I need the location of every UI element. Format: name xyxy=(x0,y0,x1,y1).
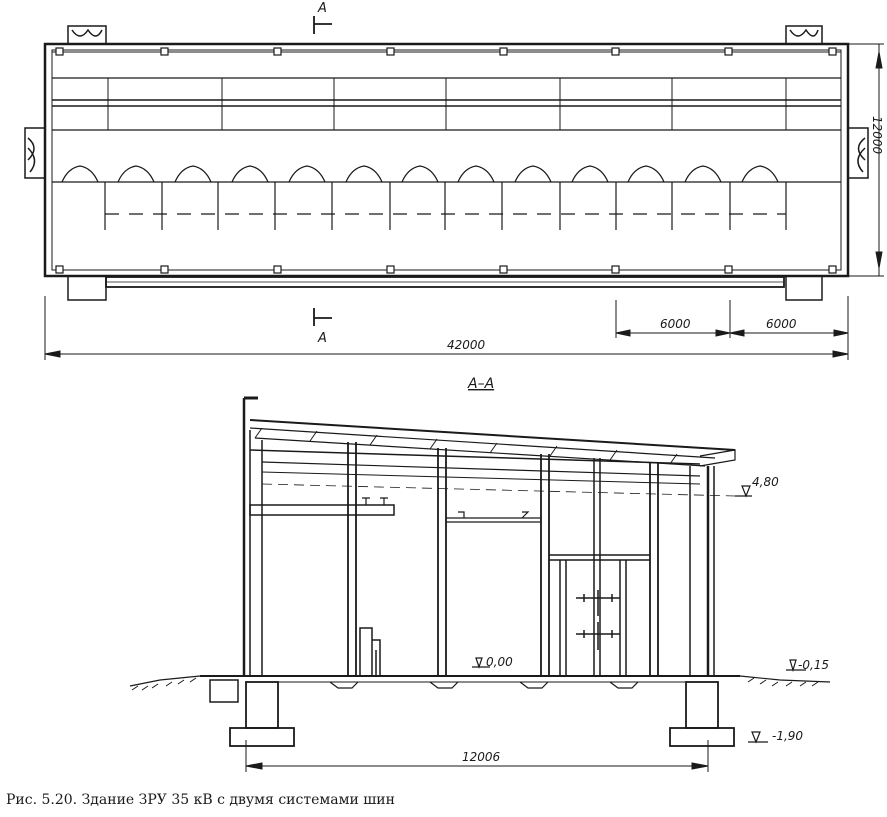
section-mark-top: A xyxy=(317,1,327,16)
section-view: A–A xyxy=(129,376,831,772)
dim-span: 12006 xyxy=(462,750,501,764)
plan-upper-cell-partitions xyxy=(107,78,787,130)
plan-view: A A 12000 6000 6000 42000 xyxy=(24,1,884,360)
plan-door-top-right xyxy=(785,25,823,44)
plan-length-dimensions xyxy=(44,296,849,360)
section-equipment xyxy=(359,560,627,677)
plan-columns xyxy=(55,47,837,274)
plan-door-bottom-right xyxy=(785,276,823,301)
dim-bay-1: 6000 xyxy=(660,317,691,331)
section-span-dimension xyxy=(245,740,709,772)
level-floor: 0,00 xyxy=(486,655,513,669)
plan-door-top-left xyxy=(67,25,107,44)
section-roof xyxy=(244,396,736,467)
level-eaves: 4,80 xyxy=(752,475,779,489)
level-foundation: -1,90 xyxy=(772,729,803,743)
figure-caption: Рис. 5.20. Здание ЗРУ 35 кВ с двумя сист… xyxy=(6,792,395,808)
plan-lower-cell-doors xyxy=(61,165,779,183)
plan-lower-cell-partitions xyxy=(52,181,841,230)
dim-height: 12000 xyxy=(870,116,884,155)
section-title: A–A xyxy=(467,376,494,392)
level-ground: -0,15 xyxy=(798,658,829,672)
section-beams xyxy=(249,449,736,561)
plan-outer-wall xyxy=(43,42,850,278)
section-floor xyxy=(129,675,831,703)
plan-left-door xyxy=(24,127,45,179)
section-level-markers xyxy=(472,485,806,744)
section-columns xyxy=(242,398,715,676)
section-mark-top-line xyxy=(313,16,332,34)
dim-bay-2: 6000 xyxy=(766,317,797,331)
plan-height-dimension xyxy=(848,43,884,277)
section-mark-bottom-line xyxy=(313,308,332,326)
section-mark-bottom: A xyxy=(317,331,327,346)
plan-inner-wall xyxy=(51,49,842,271)
dim-length: 42000 xyxy=(447,338,486,352)
plan-door-bottom-left xyxy=(67,276,107,301)
section-foundations xyxy=(229,681,735,747)
plan-right-door xyxy=(848,127,869,179)
